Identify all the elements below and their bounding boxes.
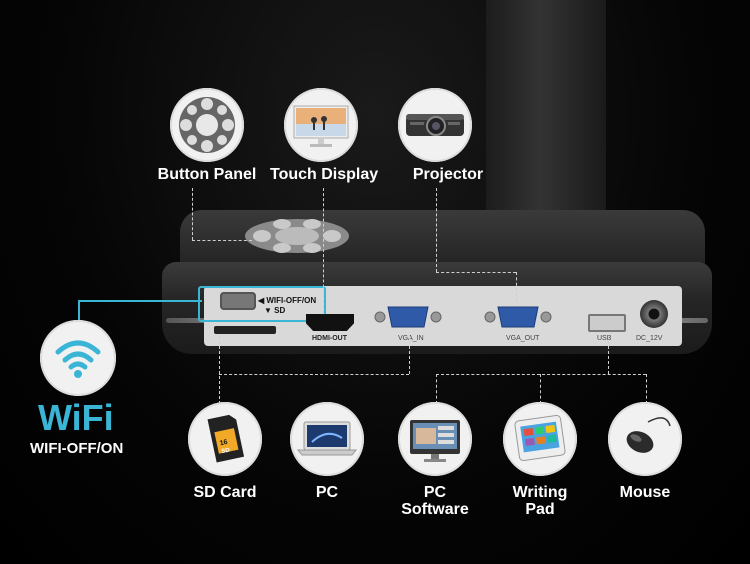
switch-label-line2: ▼ SD [264,306,286,315]
sd-slot[interactable] [214,326,276,334]
connector-projector-h [436,272,516,273]
pc-software-label-line1: PC [423,484,447,501]
wifi-title: WiFi [38,397,114,438]
writing-pad-label-line1: Writing [512,484,568,501]
touch-display-circle [284,88,358,162]
pc-circle [290,402,364,476]
device-arm [486,0,606,232]
pc-software-icon [410,420,460,462]
wifi-switch[interactable] [220,292,256,310]
button-panel-circle [170,88,244,162]
dc-port[interactable] [640,300,668,328]
connector-sd [219,336,220,404]
mouse-circle [608,402,682,476]
writing-pad-label: Writing Pad [495,484,585,518]
wifi-switch-highlight [198,286,326,322]
touch-display-icon [293,105,349,147]
sd-card-icon: 16 SD [207,414,245,463]
projector-icon [406,114,464,136]
connector-wifi [78,300,202,322]
connector-pc-software [436,374,437,404]
mouse-icon [626,417,671,453]
pc-software-circle [398,402,472,476]
sd-card-text-1: 16 [219,439,228,447]
projector-label: Projector [412,166,484,183]
wifi-circle [40,320,116,396]
touch-display-label: Touch Display [270,166,379,183]
connector-mouse [646,374,647,404]
connector-projector [436,188,437,272]
hdmi-port[interactable] [306,314,354,331]
writing-pad-icon [514,415,566,461]
writing-pad-circle [503,402,577,476]
connector-touch-display [323,188,324,313]
device-button-panel [242,216,352,256]
projector-circle [398,88,472,162]
switch-label-line1: ◀ WIFI-OFF/ON [258,296,317,305]
sd-card-circle: 16 SD [188,402,262,476]
connector-pc-v [409,336,410,374]
connector-projector-v2 [516,272,517,302]
writing-pad-label-line2: Pad [525,501,555,518]
connector-pc [219,374,409,375]
hdmi-port-label: HDMI-OUT [312,335,347,342]
button-panel-label: Button Panel [157,166,257,183]
connector-writing-pad [540,374,541,404]
sd-card-text-2: SD [221,447,231,455]
laptop-icon [296,421,358,456]
dc-label: DC_12V [636,335,663,342]
connector-button-panel [192,188,193,240]
usb-label: USB [597,335,612,342]
vga-in-label: VGA_IN [398,335,424,342]
wifi-subtitle: WIFI-OFF/ON [30,440,124,457]
connector-button-panel-h [192,240,252,241]
pc-software-label-line2: Software [401,501,469,518]
connector-usb-v [608,336,609,374]
usb-port[interactable] [588,314,626,332]
pc-software-label: PC Software [390,484,480,518]
button-panel-icon [179,97,235,153]
vga-in-port[interactable] [372,304,444,330]
vga-out-port[interactable] [482,304,554,330]
mouse-label: Mouse [619,484,671,501]
sd-card-label: SD Card [193,484,257,501]
connector-usb-h [436,374,646,375]
wifi-icon [55,340,101,378]
vga-out-label: VGA_OUT [506,335,540,342]
wifi-switch-label: ◀ WIFI-OFF/ON ▼ SD [258,296,316,316]
pc-label: PC [315,484,339,501]
